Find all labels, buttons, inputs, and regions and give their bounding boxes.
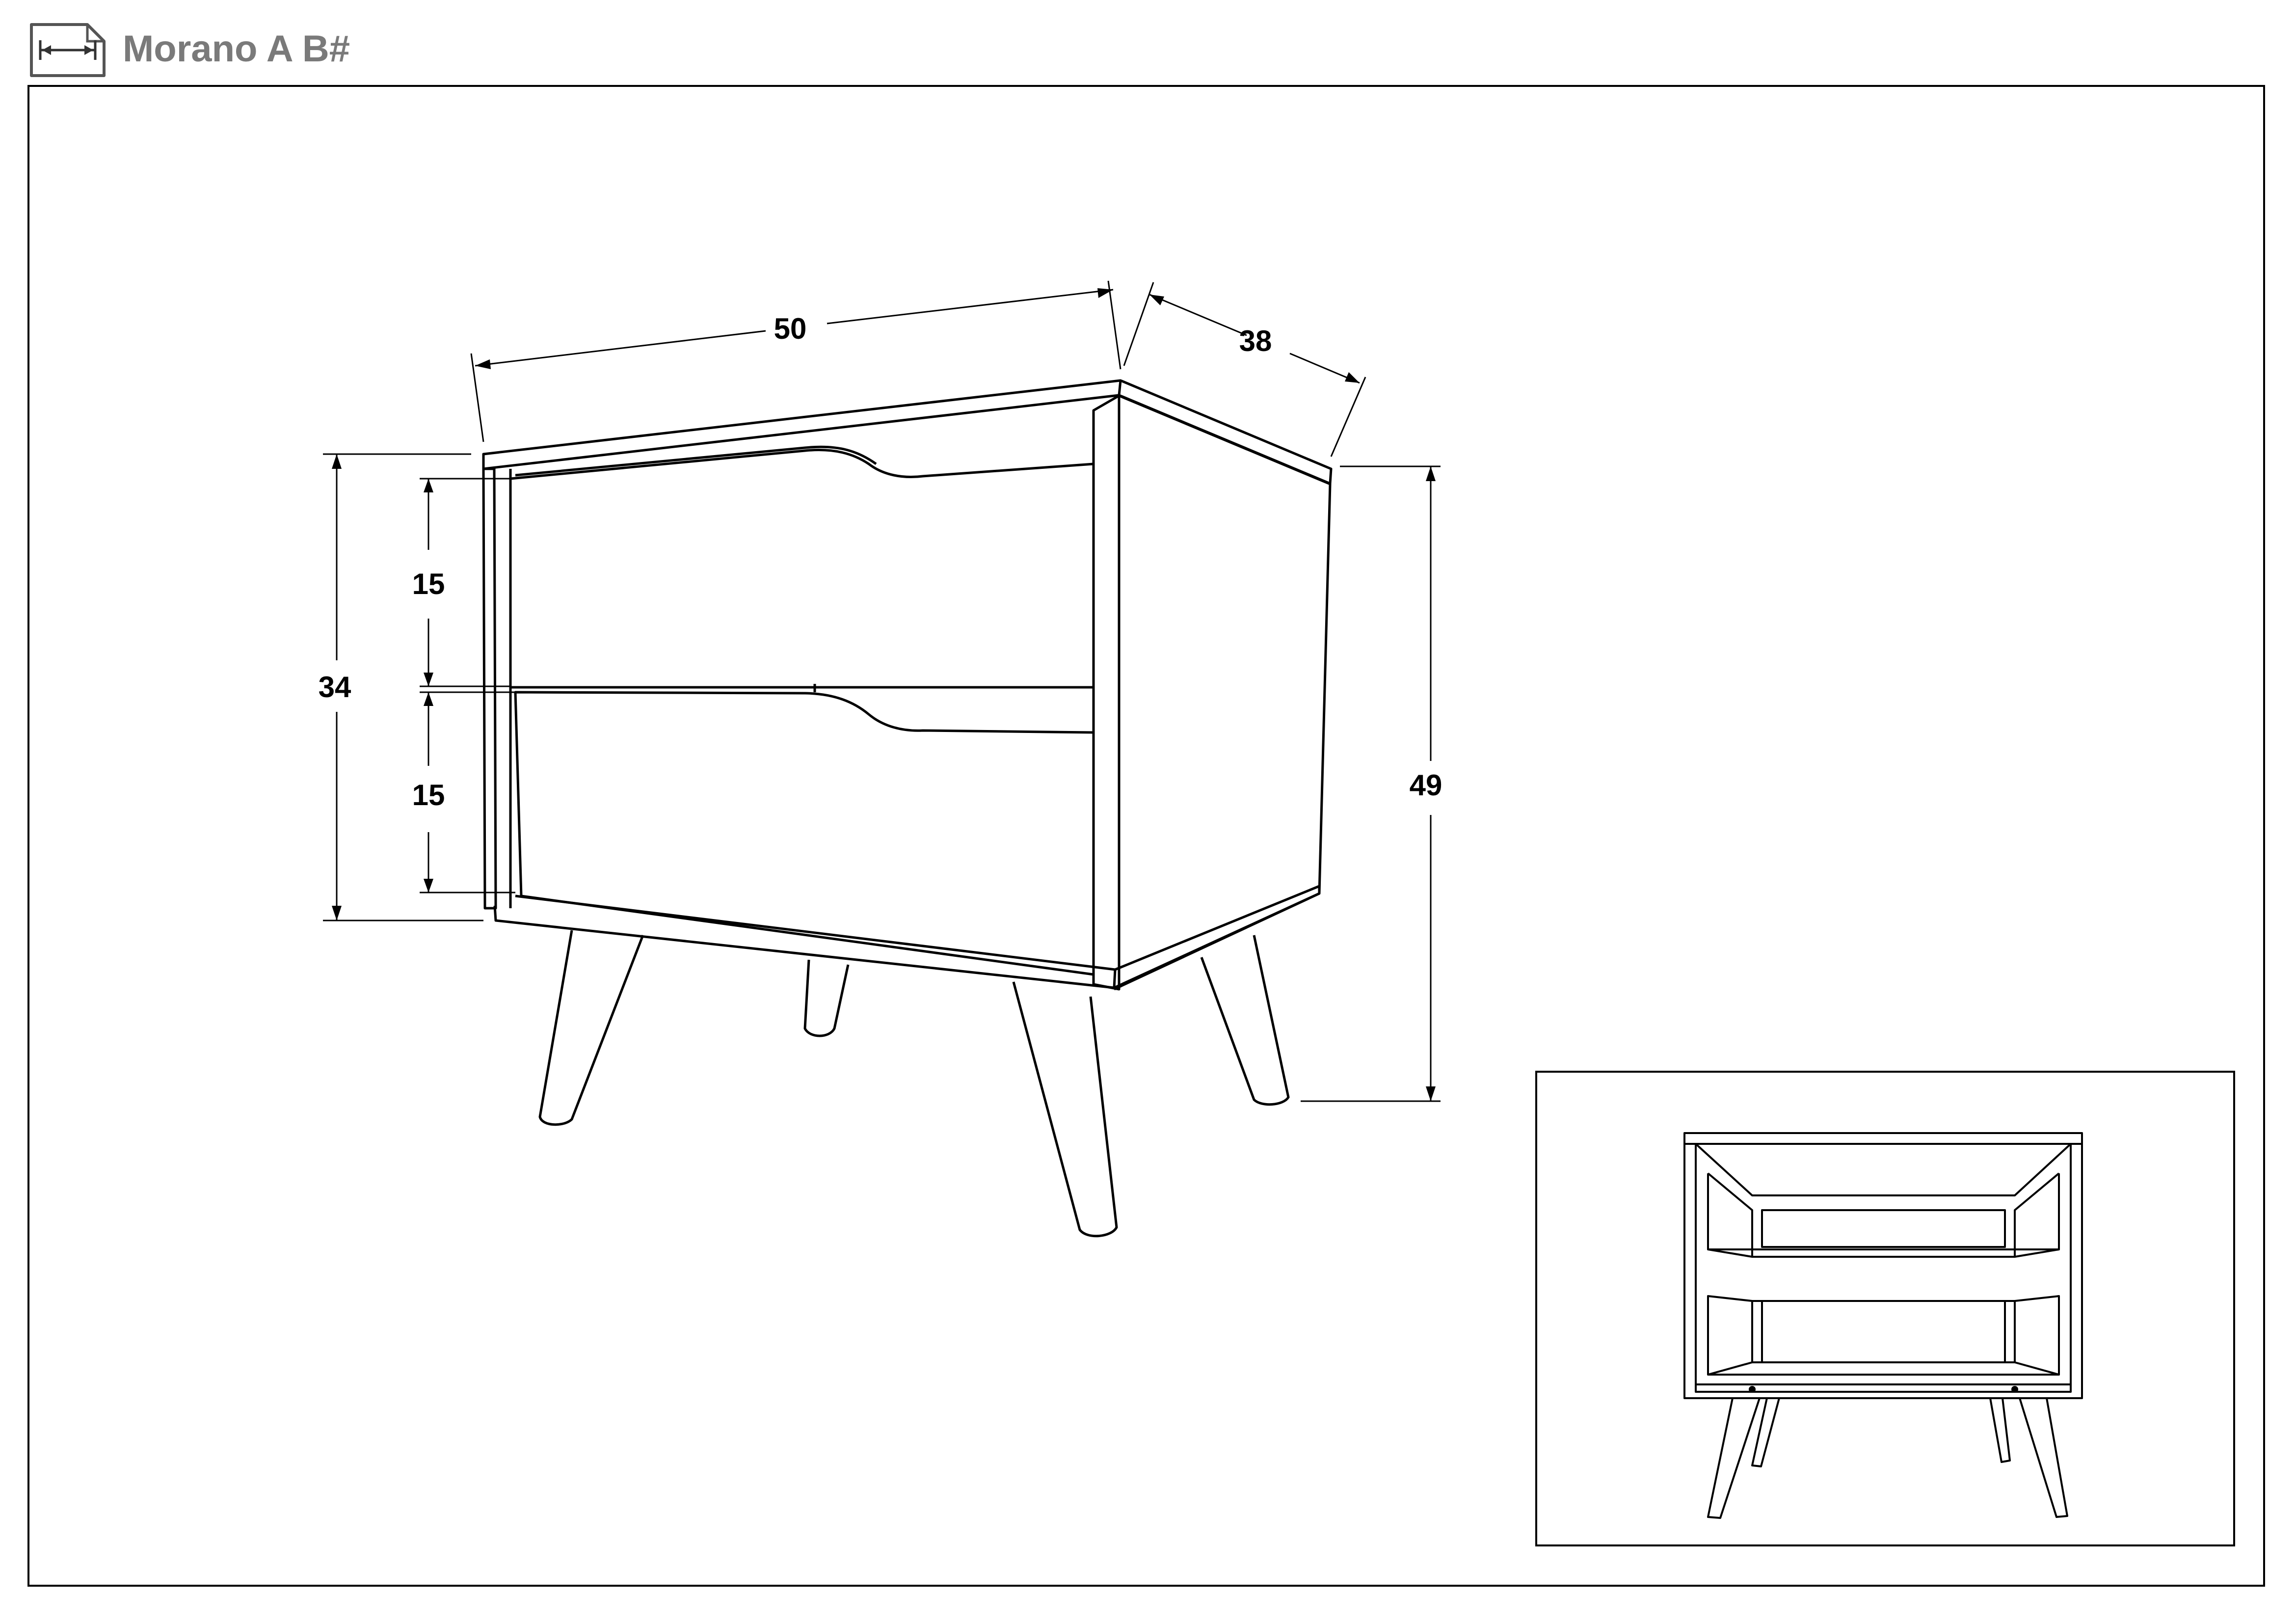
nightstand-main-view: [482, 379, 1333, 1238]
leg-front-left: [538, 930, 644, 1126]
top-drawer-front: [509, 449, 1095, 689]
depth-dimension-label: 38: [1239, 325, 1272, 357]
page-frame: [27, 85, 2265, 1587]
inset-frame: [1535, 1071, 2235, 1546]
body-height-dimension-label: 34: [319, 671, 351, 704]
bottom-drawer-front: [514, 691, 1095, 976]
left-side-panel: [482, 467, 497, 910]
bottom-drawer-height-label: 15: [412, 779, 445, 812]
dimension-arrows-icon: [30, 23, 106, 77]
right-side-panel: [1113, 394, 1332, 991]
width-dimension-label: 50: [774, 312, 807, 345]
leg-back-right: [1200, 935, 1290, 1106]
dimension-lines: [323, 280, 1441, 1102]
bottom-plinth: [493, 894, 1117, 989]
document-title: Morano A B#: [123, 28, 350, 70]
dimension-arrowheads: [332, 288, 1436, 1101]
total-height-dimension-label: 49: [1410, 769, 1442, 802]
nightstand-front-view-inset: [1683, 1132, 2083, 1519]
leg-back-left: [803, 959, 850, 1037]
top-drawer-height-label: 15: [412, 568, 445, 600]
leg-front-right: [1012, 981, 1118, 1238]
right-front-post: [1092, 394, 1121, 991]
